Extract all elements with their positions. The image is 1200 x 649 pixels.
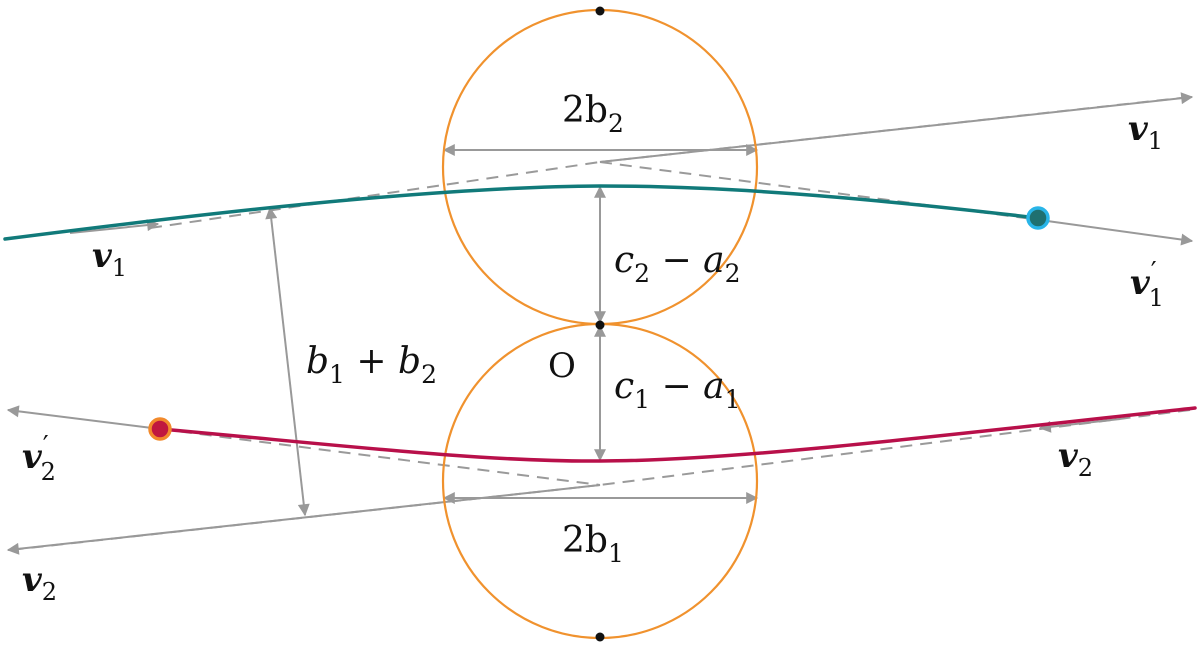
label-v1-incoming: v1 [92,236,127,282]
trajectory-particle-1 [3,184,1040,241]
bottom-point [595,632,605,642]
trajectory-particle-2 [158,406,1197,463]
particle-2-endpoint [148,417,172,441]
label-v1-asymptote: v1 [1128,109,1163,155]
v2-prime-arrow [6,405,161,430]
label-two-b1: 2b1 [562,520,624,568]
label-two-b2: 2b2 [562,90,624,138]
top-point [595,6,605,16]
label-v2-prime: v′2 [22,431,56,486]
label-origin: O [548,346,576,386]
v1-prime-arrow [1039,219,1194,246]
particle-1-endpoint [1026,206,1050,230]
asymptote-outgoing-2 [159,428,601,486]
trajectories [3,184,1197,463]
v1-asymptote-arrow [599,92,1194,163]
label-c2-minus-a2: c2 − a2 [614,240,741,288]
b1-plus-b2-dimension [265,206,310,517]
key-points [595,6,605,642]
label-v1-prime: v′1 [1130,257,1164,312]
label-b1-plus-b2: b1 + b2 [306,341,437,389]
label-v2-incoming: v2 [1058,436,1093,482]
asymptote-incoming-1 [149,161,601,229]
label-v2-asymptote: v2 [22,560,57,606]
origin-point [595,320,605,330]
v2-incoming-arrow [1038,418,1121,433]
label-c1-minus-a1: c1 − a1 [614,366,741,414]
v2-asymptote-arrow [6,484,601,555]
arrows [6,92,1194,555]
v1-incoming-arrow [69,219,160,234]
